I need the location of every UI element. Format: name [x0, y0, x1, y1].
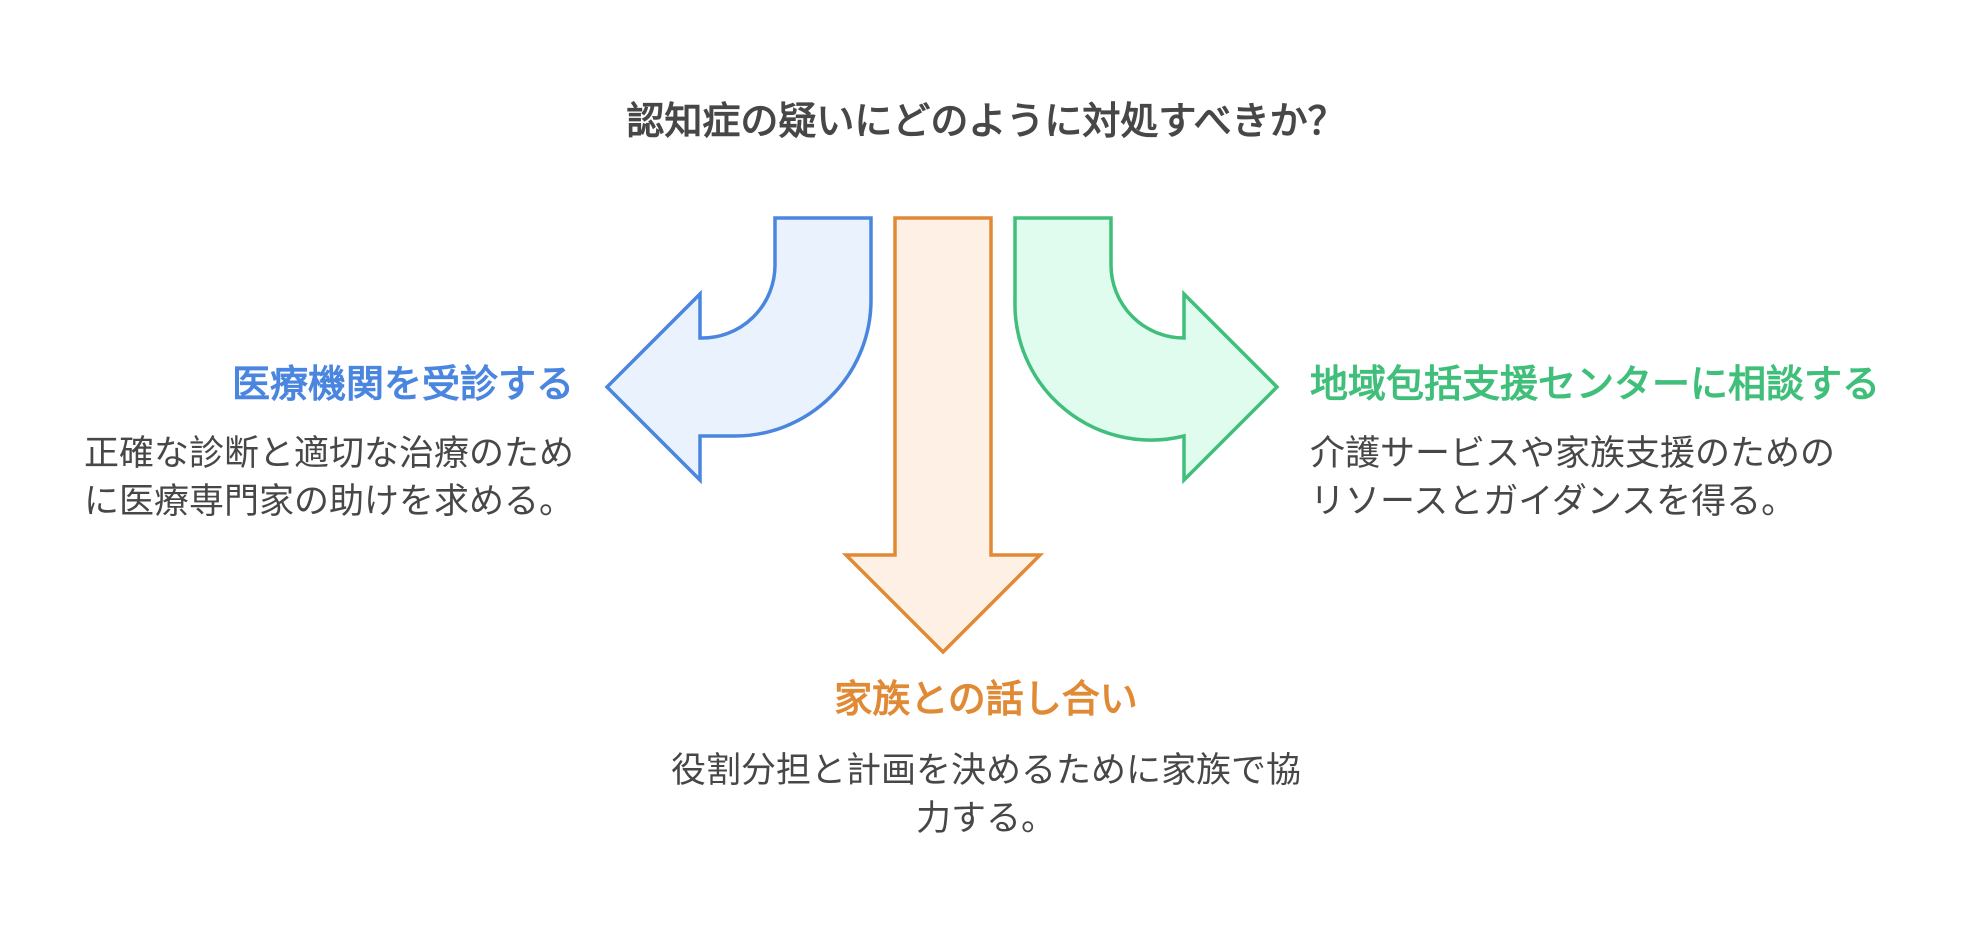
option-desc-medical: 正確な診断と適切な治療のために医療専門家の助けを求める。: [83, 434, 574, 522]
option-title-medical: 医療機関を受診する: [231, 362, 574, 406]
bottom-straight-arrow: [841, 216, 1045, 655]
option-desc-family: 役割分担と計画を決めるために家族で協力する。: [670, 751, 1301, 839]
option-title-community: 地域包括支援センターに相談する: [1310, 362, 1881, 406]
right-curved-arrow: [1013, 216, 1280, 485]
option-desc-community: 介護サービスや家族支援のためのリソースとガイダンスを得る。: [1310, 434, 1836, 522]
left-curved-arrow: [604, 216, 873, 485]
question-title: 認知症の疑いにどのように対処すべきか？: [626, 99, 1346, 143]
option-title-family: 家族との話し合い: [834, 677, 1138, 721]
